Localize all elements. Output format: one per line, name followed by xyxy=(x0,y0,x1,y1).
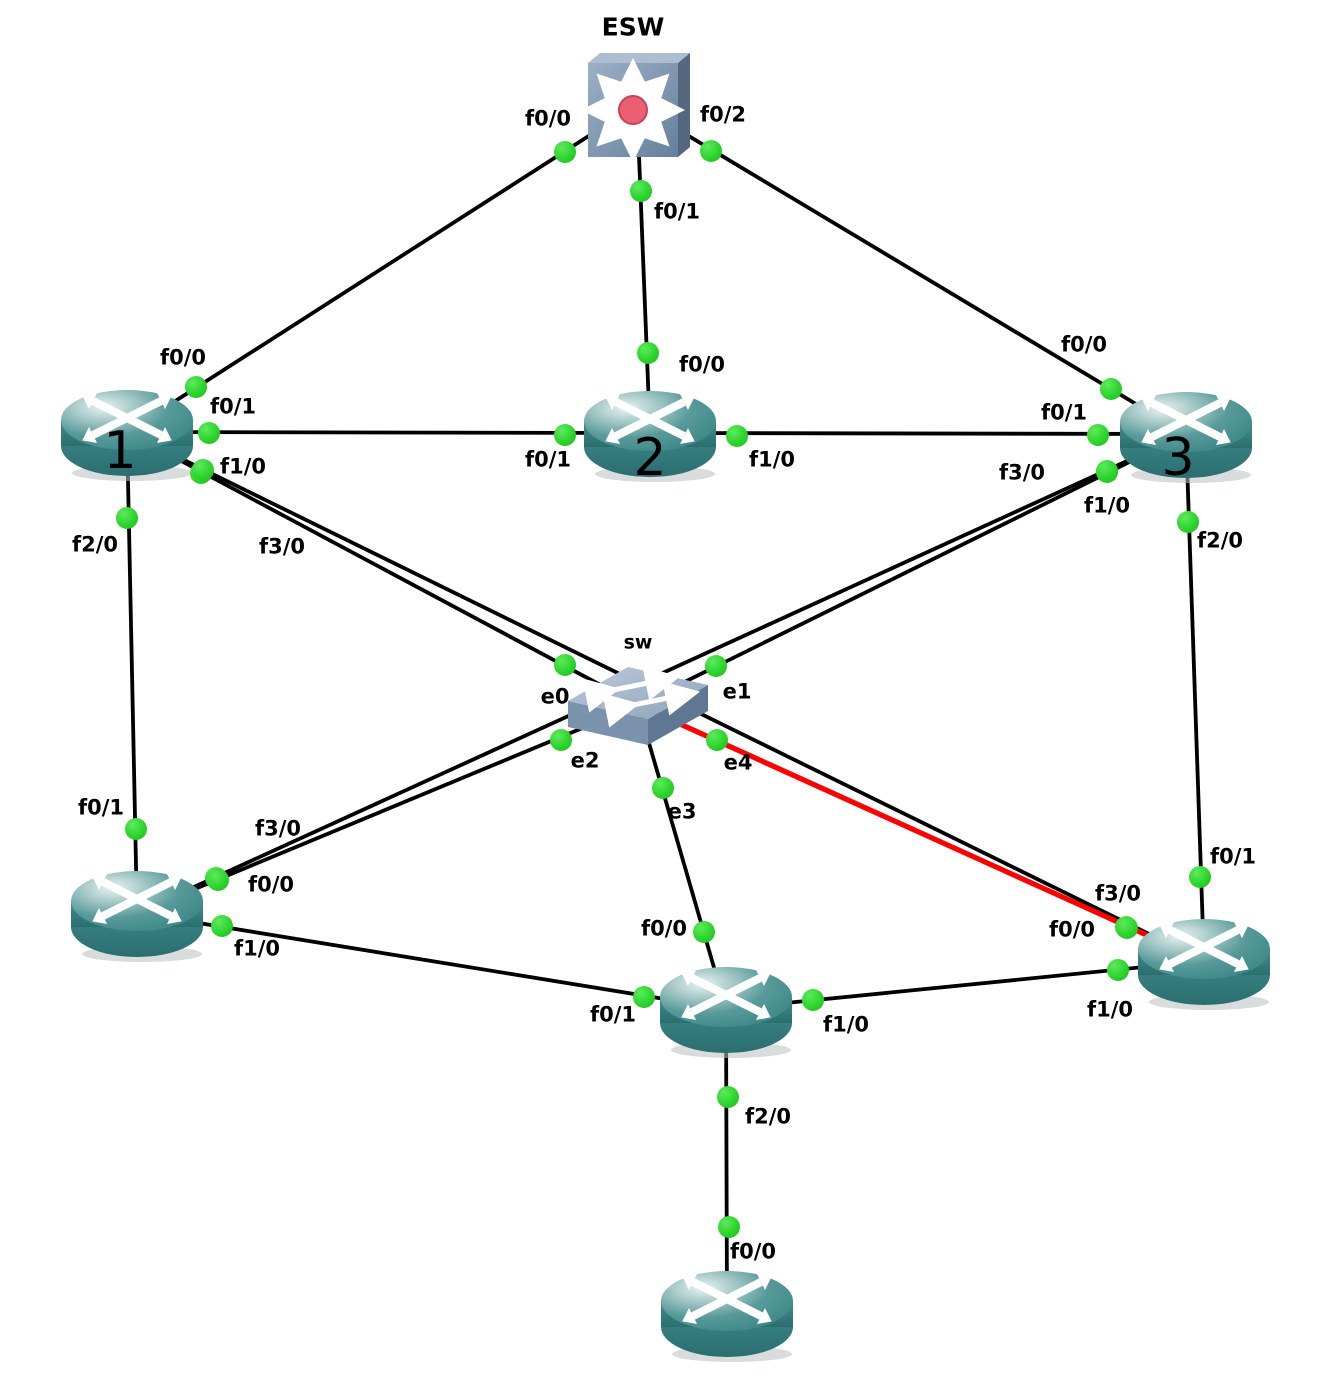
port-label: f1/0 xyxy=(233,936,281,961)
node-label-router-3: 3 xyxy=(1161,428,1195,488)
port-label: f1/0 xyxy=(1083,493,1131,518)
port-label: f3/0 xyxy=(258,534,306,559)
link-esw-r1[interactable] xyxy=(125,103,639,434)
port-status-dot xyxy=(1116,917,1138,939)
port-status-dot xyxy=(652,777,674,799)
port-status-dot xyxy=(554,424,576,446)
port-label: f0/0 xyxy=(1060,332,1108,357)
port-label: e4 xyxy=(723,750,753,775)
port-label: f0/2 xyxy=(699,102,747,127)
port-status-dot xyxy=(726,425,748,447)
node-router-bottom[interactable] xyxy=(656,1263,798,1363)
router-icon xyxy=(661,1271,793,1362)
port-label: f0/0 xyxy=(247,872,295,897)
port-label: f3/0 xyxy=(1094,881,1142,906)
etherswitch-icon xyxy=(582,52,690,158)
node-router-lower-right[interactable] xyxy=(1133,911,1275,1011)
port-status-dot xyxy=(637,342,659,364)
node-router-2[interactable] xyxy=(579,383,721,483)
router-icon xyxy=(61,390,193,481)
port-label: f2/0 xyxy=(1196,528,1244,553)
port-status-dot xyxy=(1189,866,1211,888)
port-label: f0/0 xyxy=(1048,917,1096,942)
port-label: f2/0 xyxy=(71,532,119,557)
port-label: f0/0 xyxy=(640,916,688,941)
router-icon xyxy=(1138,919,1270,1010)
router-icon xyxy=(584,391,716,482)
port-status-dot xyxy=(630,180,652,202)
port-label: f0/1 xyxy=(77,795,125,820)
link-r5-r7[interactable] xyxy=(724,1008,729,1314)
node-label-router-1: 1 xyxy=(103,421,137,481)
node-router-lower-left[interactable] xyxy=(66,863,208,963)
port-status-dot xyxy=(802,989,824,1011)
port-status-dot xyxy=(706,729,728,751)
node-sw-switch[interactable] xyxy=(564,661,712,749)
port-status-dot xyxy=(125,818,147,840)
port-label: f0/1 xyxy=(524,447,572,472)
port-label: e1 xyxy=(722,679,752,704)
switch-icon xyxy=(568,666,708,745)
port-status-dot xyxy=(705,655,727,677)
port-label: f2/0 xyxy=(744,1104,792,1129)
link-esw-r3[interactable] xyxy=(636,103,1187,436)
node-router-lower-middle[interactable] xyxy=(655,959,797,1059)
port-label: f1/0 xyxy=(748,447,796,472)
port-status-dot xyxy=(1100,378,1122,400)
port-label: e0 xyxy=(540,684,570,709)
port-label: f0/0 xyxy=(729,1239,777,1264)
node-label-esw: ESW xyxy=(601,12,665,42)
port-status-dot xyxy=(554,654,576,676)
port-label: f0/0 xyxy=(159,345,207,370)
port-label: f1/0 xyxy=(219,454,267,479)
link-sw-r5[interactable] xyxy=(636,704,728,1010)
node-esw-etherswitch[interactable] xyxy=(582,52,692,158)
port-status-dot xyxy=(550,729,572,751)
port-status-dot xyxy=(693,921,715,943)
link-esw-r2[interactable] xyxy=(635,104,652,434)
port-status-dot xyxy=(633,986,655,1008)
link-sw-r6[interactable] xyxy=(636,702,1206,964)
node-label-sw: sw xyxy=(623,631,653,654)
port-label: f0/1 xyxy=(653,199,701,224)
port-status-dot xyxy=(1087,424,1109,446)
port-status-dot xyxy=(198,422,220,444)
port-label: e3 xyxy=(667,799,697,824)
port-label: f0/1 xyxy=(1040,400,1088,425)
link-r1-sw[interactable] xyxy=(126,430,639,707)
port-status-dot xyxy=(185,376,207,398)
link-r4-r5[interactable] xyxy=(136,911,727,1011)
node-router-3[interactable] xyxy=(1115,384,1257,484)
port-status-dot xyxy=(1107,959,1129,981)
port-status-dot xyxy=(554,141,576,163)
port-label: f1/0 xyxy=(822,1012,870,1037)
port-status-dot xyxy=(211,915,233,937)
router-icon xyxy=(1120,392,1252,483)
port-label: f0/1 xyxy=(589,1002,637,1027)
port-status-dot xyxy=(718,1216,740,1238)
port-label: f0/1 xyxy=(209,394,257,419)
port-status-dot xyxy=(1177,511,1199,533)
port-status-dot xyxy=(717,1086,739,1108)
node-router-1[interactable] xyxy=(56,382,198,482)
node-label-router-2: 2 xyxy=(633,428,667,488)
port-status-dot xyxy=(207,869,229,891)
port-status-dot xyxy=(700,140,722,162)
port-label: f1/0 xyxy=(1086,997,1134,1022)
port-label: e2 xyxy=(570,748,600,773)
port-status-dot xyxy=(1096,460,1118,482)
link-r3-sw[interactable] xyxy=(637,432,1187,707)
port-status-dot xyxy=(192,459,214,481)
port-label: f0/0 xyxy=(524,106,572,131)
port-label: f3/0 xyxy=(998,460,1046,485)
router-icon xyxy=(71,871,203,962)
port-label: f0/1 xyxy=(1209,844,1257,869)
router-icon xyxy=(660,967,792,1058)
port-label: f0/0 xyxy=(678,352,726,377)
port-status-dot xyxy=(116,507,138,529)
port-label: f3/0 xyxy=(254,816,302,841)
link-r1-r4[interactable] xyxy=(125,431,139,914)
